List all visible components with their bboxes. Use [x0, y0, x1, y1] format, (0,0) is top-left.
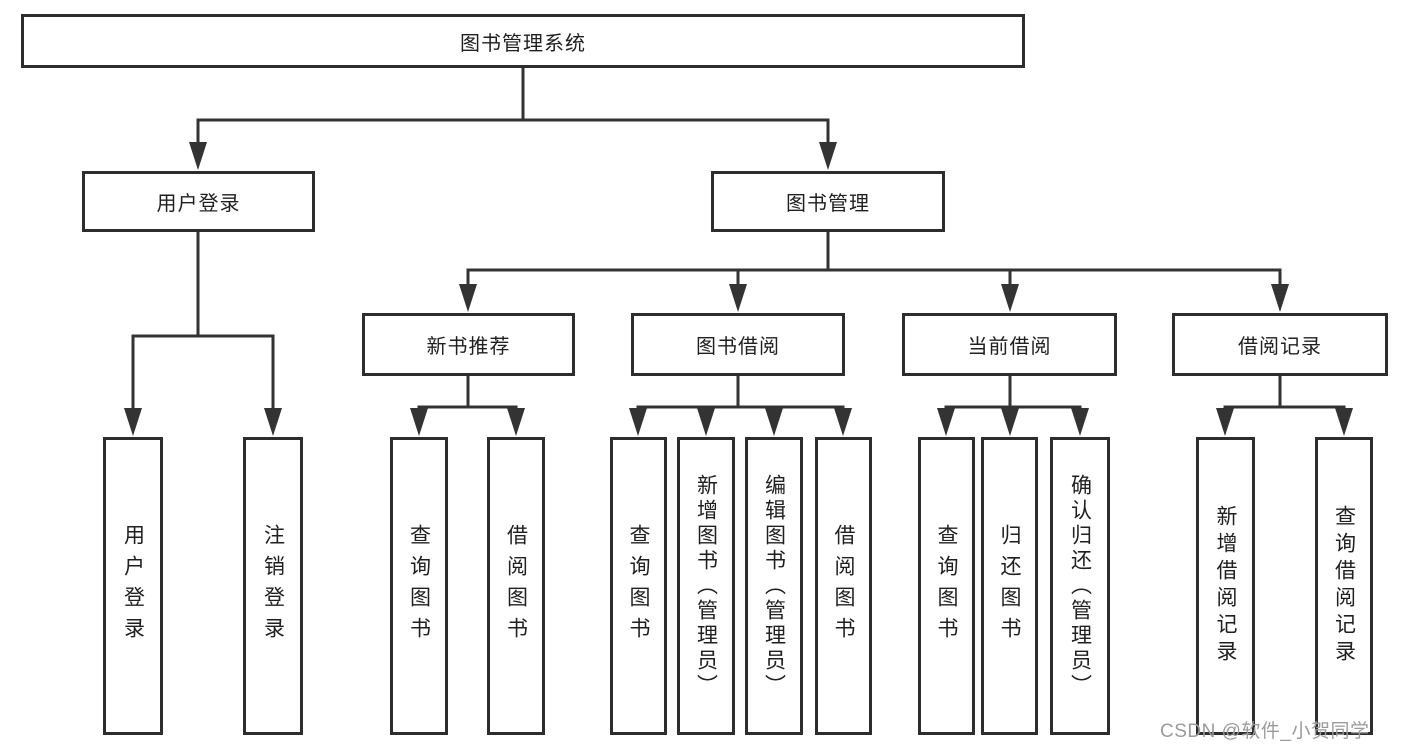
- arrow-down-icon: [124, 408, 142, 436]
- arrow-down-icon: [1071, 408, 1089, 436]
- leaf-label: 编辑图书（管理员）: [762, 473, 786, 699]
- leaf-return-books: 归还图书: [981, 437, 1038, 735]
- arrow-down-icon: [819, 142, 837, 170]
- arrow-down-icon: [1216, 408, 1234, 436]
- arrow-down-icon: [189, 142, 207, 170]
- connector-current-borrow-children: [944, 376, 1082, 410]
- arrow-down-icon: [1001, 408, 1019, 436]
- leaf-confirm-return-admin: 确认归还（管理员）: [1050, 437, 1110, 735]
- leaf-label: 用户登录: [121, 524, 145, 648]
- leaf-borrow-books: 借阅图书: [815, 437, 872, 735]
- leaf-edit-books-admin: 编辑图书（管理员）: [745, 437, 803, 735]
- connector-new-book-children: [417, 376, 518, 410]
- arrow-down-icon: [697, 408, 715, 436]
- leaf-logout: 注销登录: [243, 437, 303, 735]
- arrow-down-icon: [1335, 408, 1353, 436]
- root-arrowheads: [189, 142, 837, 170]
- leaf-query-borrow-record: 查询借阅记录: [1315, 437, 1373, 735]
- leaf-borrow-books-recommend: 借阅图书: [487, 437, 545, 735]
- leaf-label: 借阅图书: [832, 524, 855, 648]
- leaf-label: 确认归还（管理员）: [1068, 473, 1092, 699]
- connector-root-to-level2: [196, 68, 830, 146]
- leaf-label: 查询图书: [627, 524, 650, 648]
- leaf-add-borrow-record: 新增借阅记录: [1196, 437, 1255, 735]
- leaf-label: 查询借阅记录: [1332, 505, 1356, 667]
- node-label: 用户登录: [156, 193, 241, 215]
- node-label: 借阅记录: [1238, 336, 1322, 358]
- node-library-management-system: 图书管理系统: [21, 14, 1025, 68]
- arrow-down-icon: [1001, 284, 1019, 312]
- node-label: 图书借阅: [696, 336, 780, 358]
- leaf-label: 归还图书: [998, 524, 1021, 648]
- arrow-down-icon: [937, 408, 955, 436]
- node-borrowing-records: 借阅记录: [1172, 313, 1388, 376]
- connector-user-login-children: [131, 232, 275, 410]
- arrow-down-icon: [729, 284, 747, 312]
- node-new-book-recommendation: 新书推荐: [362, 313, 575, 376]
- node-current-borrowing: 当前借阅: [902, 313, 1117, 376]
- leaf-query-books-current: 查询图书: [918, 437, 975, 735]
- node-label: 图书管理: [786, 193, 870, 215]
- level3-arrowheads: [459, 284, 1289, 312]
- csdn-watermark: CSDN @软件_小贺同学: [1160, 721, 1370, 742]
- leaf-user-login: 用户登录: [103, 437, 163, 735]
- leaf-label: 查询图书: [407, 524, 431, 648]
- arrow-down-icon: [264, 408, 282, 436]
- leaf-label: 查询图书: [935, 524, 958, 648]
- arrow-down-icon: [459, 284, 477, 312]
- node-label: 新书推荐: [426, 336, 511, 358]
- leaf-query-books-borrow: 查询图书: [610, 437, 667, 735]
- node-label: 当前借阅: [967, 336, 1052, 358]
- node-book-borrowing: 图书借阅: [631, 313, 845, 376]
- arrow-down-icon: [629, 408, 647, 436]
- node-label: 图书管理系统: [460, 32, 586, 55]
- arrow-down-icon: [410, 408, 428, 436]
- arrow-down-icon: [765, 408, 783, 436]
- node-book-management: 图书管理: [711, 171, 945, 232]
- arrow-down-icon: [507, 408, 525, 436]
- connector-book-mgmt-to-level3: [466, 232, 1282, 286]
- connector-borrow-records-children: [1223, 376, 1346, 410]
- connector-book-borrow-children: [636, 376, 845, 410]
- user-login-arrowheads: [124, 408, 282, 436]
- arrow-down-icon: [834, 408, 852, 436]
- leaf-add-books-admin: 新增图书（管理员）: [677, 437, 735, 735]
- leaf-label: 新增图书（管理员）: [694, 473, 718, 699]
- node-user-login: 用户登录: [82, 171, 315, 232]
- arrow-down-icon: [1271, 284, 1289, 312]
- leaf-label: 新增借阅记录: [1214, 505, 1237, 667]
- leaf-label: 借阅图书: [504, 524, 528, 648]
- leaf-arrowheads: [410, 408, 1353, 436]
- leaf-label: 注销登录: [261, 524, 285, 648]
- leaf-query-books-recommend: 查询图书: [390, 437, 448, 735]
